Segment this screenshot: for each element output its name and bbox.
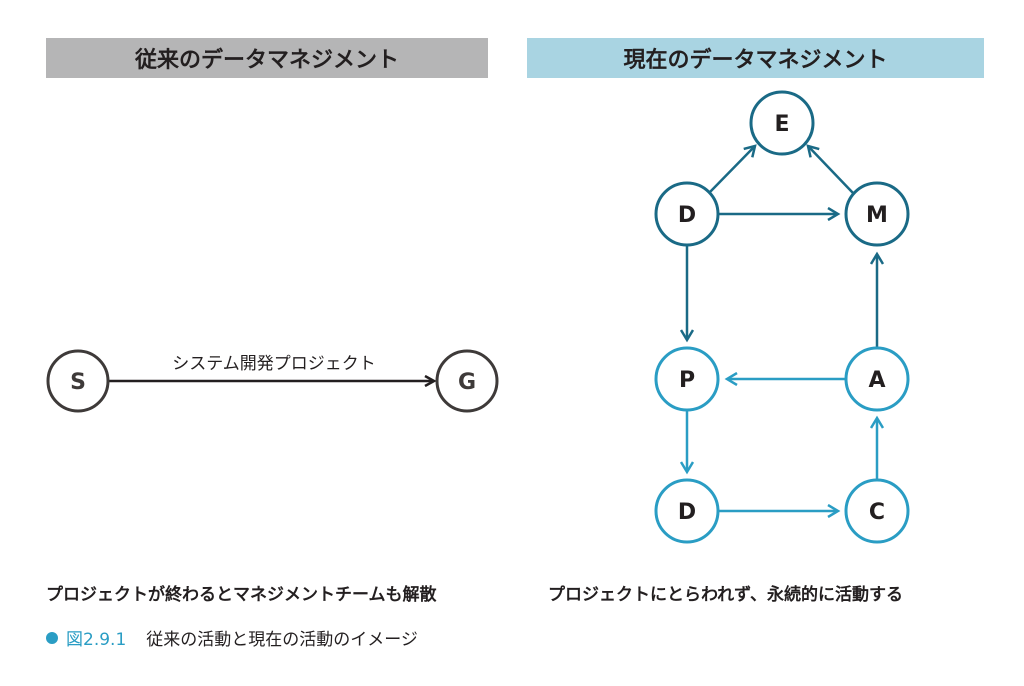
node-goal: G: [435, 349, 499, 413]
figure-title: 従来の活動と現在の活動のイメージ: [146, 630, 418, 650]
right-panel-header: 現在のデータマネジメント: [527, 38, 984, 78]
node-d-bottom-label: D: [678, 500, 696, 525]
node-goal-label: G: [458, 370, 476, 395]
left-flow: システム開発プロジェクト S G: [46, 349, 499, 413]
node-m-label: M: [866, 203, 888, 228]
right-caption: プロジェクトにとらわれず、永続的に活動する: [548, 585, 903, 605]
node-e: E: [749, 90, 815, 156]
bullet-icon: [46, 631, 58, 644]
edge-d-to-e: [708, 146, 755, 194]
node-start-label: S: [70, 370, 86, 395]
project-label: システム開発プロジェクト: [172, 354, 376, 374]
edge-m-to-e: [808, 146, 854, 194]
node-a: A: [844, 346, 910, 412]
node-e-label: E: [774, 112, 789, 137]
node-a-label: A: [868, 368, 885, 393]
node-c: C: [844, 478, 910, 544]
node-m: M: [844, 181, 910, 247]
left-panel-title: 従来のデータマネジメント: [134, 48, 399, 73]
left-panel-header: 従来のデータマネジメント: [46, 38, 488, 78]
figure-number: 図2.9.1: [66, 630, 127, 650]
node-p: P: [654, 346, 720, 412]
node-start: S: [46, 349, 110, 413]
right-panel-title: 現在のデータマネジメント: [623, 48, 888, 73]
right-flow: E D M P A D C: [654, 90, 910, 544]
left-caption: プロジェクトが終わるとマネジメントチームも解散: [46, 585, 437, 605]
node-c-label: C: [869, 500, 885, 525]
figure-caption: 図2.9.1 従来の活動と現在の活動のイメージ: [46, 625, 418, 650]
node-p-label: P: [679, 368, 695, 393]
node-d-top-label: D: [678, 203, 696, 228]
node-d-bottom: D: [654, 478, 720, 544]
node-d-top: D: [654, 181, 720, 247]
